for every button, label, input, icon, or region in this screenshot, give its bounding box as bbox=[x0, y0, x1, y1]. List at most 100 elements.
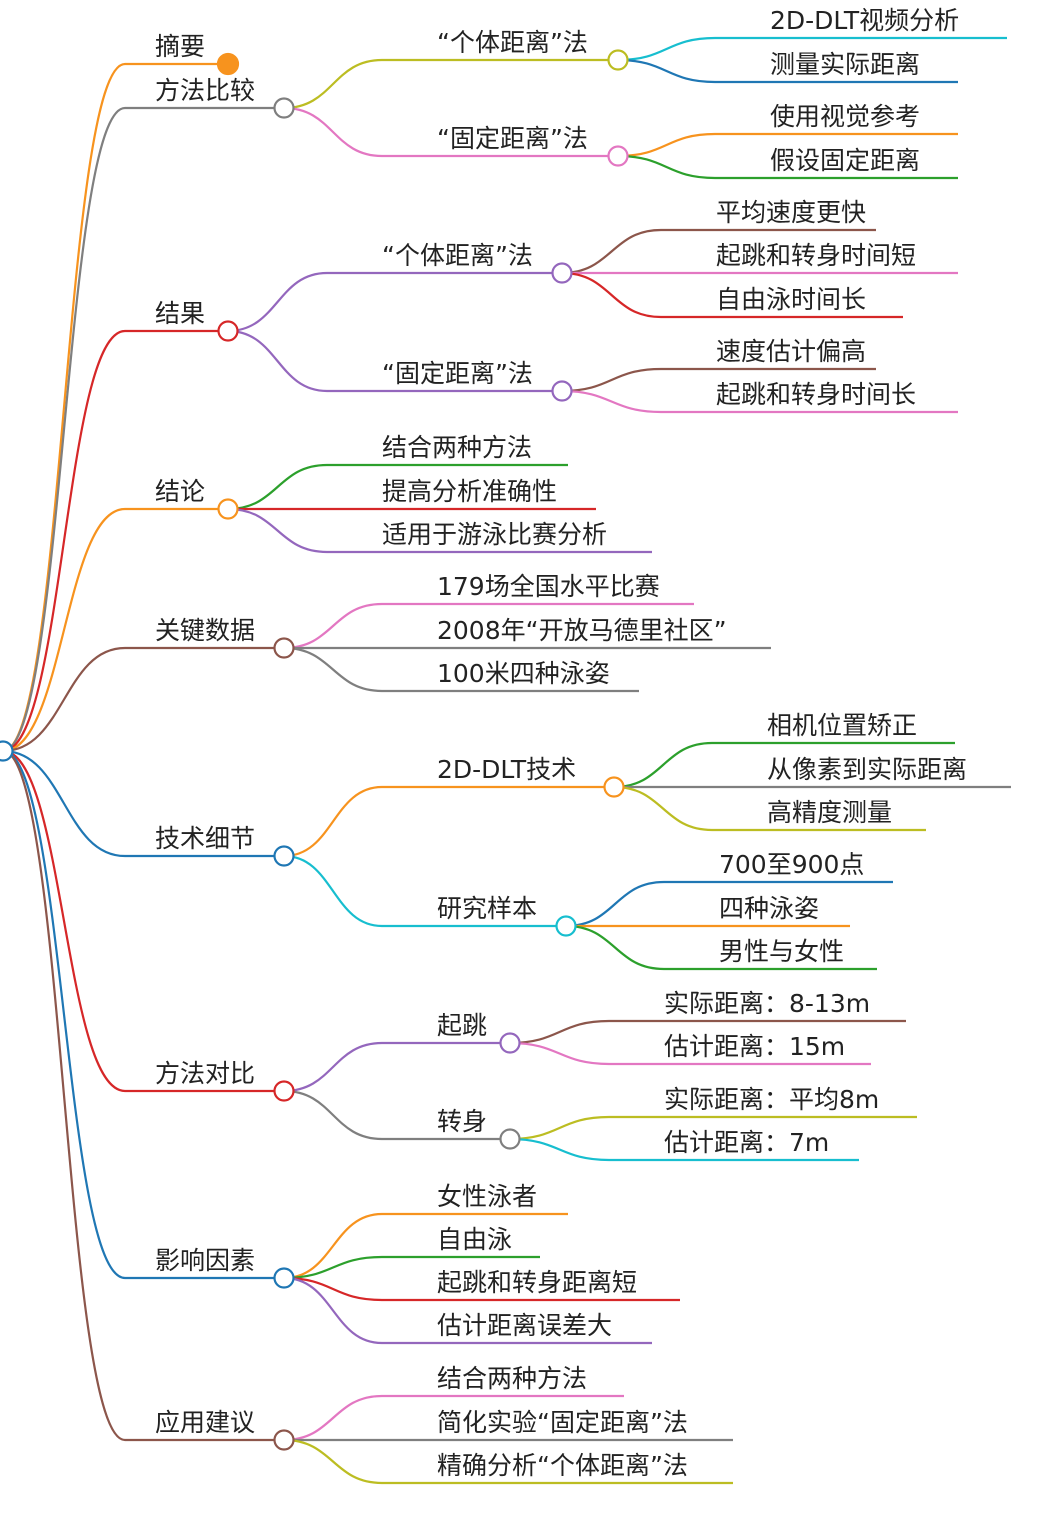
connector-branch-6 bbox=[2, 749, 126, 1093]
branch-2-label: 结果 bbox=[155, 299, 205, 328]
branch-1-1-label: “固定距离”法 bbox=[437, 124, 588, 153]
branch-5-1-1-label: 四种泳姿 bbox=[719, 894, 819, 923]
connector-branch-7-0 bbox=[283, 1212, 383, 1280]
node-branch-8[interactable] bbox=[273, 1429, 295, 1451]
node-branch-0[interactable] bbox=[216, 52, 240, 76]
connector-branch-7-2 bbox=[283, 1276, 383, 1302]
branch-3-1-label: 提高分析准确性 bbox=[382, 477, 557, 506]
node-branch-1-0[interactable] bbox=[607, 49, 629, 71]
branch-5-0-0-label: 相机位置矫正 bbox=[767, 711, 917, 740]
node-branch-6-1[interactable] bbox=[499, 1128, 521, 1150]
branch-6-0-1-label: 估计距离：15m bbox=[664, 1032, 845, 1061]
connector-branch-1-0-1 bbox=[617, 58, 716, 84]
branch-5-1-2-label: 男性与女性 bbox=[719, 937, 844, 966]
connector-branch-2 bbox=[2, 329, 126, 753]
branch-1-1-0-label: 使用视觉参考 bbox=[770, 102, 920, 131]
connector-branch-4 bbox=[2, 646, 126, 753]
node-branch-6[interactable] bbox=[273, 1080, 295, 1102]
branch-5-label: 技术细节 bbox=[155, 824, 255, 853]
node-branch-3[interactable] bbox=[217, 498, 239, 520]
node-branch-1[interactable] bbox=[273, 97, 295, 119]
branch-5-0-label: 2D-DLT技术 bbox=[437, 755, 576, 784]
branch-4-2-label: 100米四种泳姿 bbox=[437, 659, 610, 688]
branch-5-0-2-label: 高精度测量 bbox=[767, 798, 892, 827]
connector-branch-2-0 bbox=[227, 271, 328, 333]
connector-branch-5-1 bbox=[283, 854, 383, 928]
connector-branch-6-1 bbox=[283, 1089, 383, 1141]
branch-4-1-label: 2008年“开放马德里社区” bbox=[437, 616, 727, 645]
branch-6-1-label: 转身 bbox=[437, 1107, 487, 1136]
branch-2-0-1-label: 起跳和转身时间短 bbox=[716, 241, 916, 270]
branch-8-1-label: 简化实验“固定距离”法 bbox=[437, 1408, 688, 1437]
underlines bbox=[125, 36, 1011, 1485]
branch-4-0-label: 179场全国水平比赛 bbox=[437, 572, 660, 601]
node-branch-5-1[interactable] bbox=[555, 915, 577, 937]
branch-7-3-label: 估计距离误差大 bbox=[437, 1311, 612, 1340]
connector-branch-7-1 bbox=[283, 1255, 383, 1280]
connector-branch-3-0 bbox=[227, 463, 328, 511]
node-branch-6-0[interactable] bbox=[499, 1032, 521, 1054]
node-branch-5[interactable] bbox=[273, 845, 295, 867]
connector-branch-2-1 bbox=[227, 329, 328, 393]
connector-branch-2-0-0 bbox=[561, 228, 662, 275]
connector-branch-8-0 bbox=[283, 1394, 383, 1442]
node-branch-4[interactable] bbox=[273, 637, 295, 659]
branch-5-1-0-label: 700至900点 bbox=[719, 850, 864, 879]
connector-branch-8 bbox=[2, 749, 126, 1442]
branch-8-2-label: 精确分析“个体距离”法 bbox=[437, 1451, 688, 1480]
connector-branch-1-0-0 bbox=[617, 36, 716, 62]
connector-branch-5-1-2 bbox=[565, 924, 665, 971]
node-branch-2-1[interactable] bbox=[551, 380, 573, 402]
connector-branch-3 bbox=[2, 507, 126, 753]
node-branch-5-0[interactable] bbox=[603, 776, 625, 798]
node-branch-7[interactable] bbox=[273, 1267, 295, 1289]
branch-6-0-label: 起跳 bbox=[437, 1011, 487, 1040]
node-branch-2[interactable] bbox=[217, 320, 239, 342]
node-branch-2-0[interactable] bbox=[551, 262, 573, 284]
connector-branch-4-2 bbox=[283, 646, 383, 693]
connector-branch-6-0 bbox=[283, 1041, 383, 1093]
branch-5-1-label: 研究样本 bbox=[437, 894, 537, 923]
branch-1-label: 方法比较 bbox=[155, 76, 255, 105]
branch-1-0-1-label: 测量实际距离 bbox=[770, 50, 920, 79]
branch-3-2-label: 适用于游泳比赛分析 bbox=[382, 520, 607, 549]
branch-0-label: 摘要 bbox=[155, 32, 205, 61]
branch-3-label: 结论 bbox=[155, 477, 205, 506]
connector-branch-5 bbox=[2, 749, 126, 858]
connector-branch-5-0-2 bbox=[613, 785, 713, 832]
connector-branch-6-0-1 bbox=[509, 1041, 610, 1066]
branch-7-label: 影响因素 bbox=[155, 1246, 255, 1275]
connector-branch-4-0 bbox=[283, 602, 383, 650]
connector-branch-6-0-0 bbox=[509, 1019, 610, 1045]
connector-branch-1-1-0 bbox=[617, 132, 716, 158]
connectors bbox=[2, 36, 716, 1485]
branch-8-label: 应用建议 bbox=[155, 1408, 255, 1437]
branch-5-0-1-label: 从像素到实际距离 bbox=[767, 755, 967, 784]
connector-branch-1-0 bbox=[283, 58, 383, 110]
connector-branch-1 bbox=[2, 106, 126, 753]
connector-branch-2-1-1 bbox=[561, 389, 662, 414]
node-circles bbox=[0, 49, 629, 1451]
branch-3-0-label: 结合两种方法 bbox=[382, 433, 532, 462]
connector-branch-6-1-1 bbox=[509, 1137, 610, 1162]
branch-6-1-0-label: 实际距离：平均8m bbox=[664, 1085, 879, 1114]
branch-2-1-1-label: 起跳和转身时间长 bbox=[716, 380, 916, 409]
branch-2-0-2-label: 自由泳时间长 bbox=[716, 285, 866, 314]
node-branch-1-1[interactable] bbox=[607, 145, 629, 167]
labels: 摘要方法比较“个体距离”法2D-DLT视频分析测量实际距离“固定距离”法使用视觉… bbox=[155, 6, 967, 1480]
branch-7-0-label: 女性泳者 bbox=[437, 1182, 537, 1211]
branch-6-label: 方法对比 bbox=[155, 1059, 255, 1088]
connector-branch-5-0-0 bbox=[613, 741, 713, 789]
connector-branch-2-1-0 bbox=[561, 367, 662, 393]
connector-branch-8-2 bbox=[283, 1438, 383, 1485]
branch-8-0-label: 结合两种方法 bbox=[437, 1364, 587, 1393]
root-node[interactable] bbox=[0, 740, 14, 762]
connector-branch-5-1-0 bbox=[565, 880, 665, 928]
connector-branch-0 bbox=[2, 62, 126, 753]
branch-6-1-1-label: 估计距离：7m bbox=[664, 1128, 829, 1157]
connector-branch-6-1-0 bbox=[509, 1115, 610, 1141]
branch-6-0-0-label: 实际距离：8-13m bbox=[664, 989, 870, 1018]
branch-2-1-0-label: 速度估计偏高 bbox=[716, 337, 866, 366]
branch-1-0-label: “个体距离”法 bbox=[437, 28, 588, 57]
